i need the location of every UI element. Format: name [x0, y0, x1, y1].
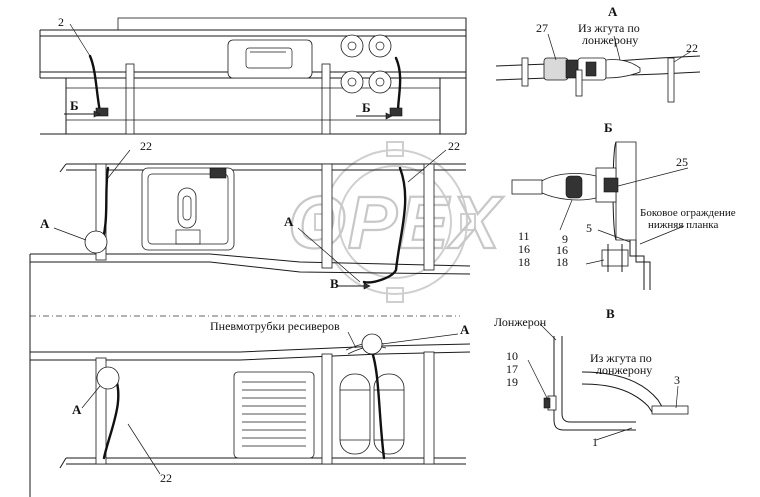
label-19: 19 — [506, 375, 518, 389]
detail-v-view — [527, 323, 689, 441]
middle-chassis-view — [29, 149, 471, 497]
label-1: 1 — [592, 435, 598, 449]
label-a-low-right: А — [460, 322, 470, 337]
label-5: 5 — [586, 221, 592, 235]
label-longeron: Лонжерон — [494, 315, 547, 329]
label-a-low-left: А — [72, 402, 82, 417]
detail-b-title: Б — [604, 120, 613, 135]
label-25: 25 — [676, 155, 688, 169]
label-v-harness: Из жгута по — [590, 351, 652, 365]
label-a-mid-center: А — [284, 214, 294, 229]
detail-v-title: В — [606, 306, 615, 321]
detail-b-view — [511, 141, 689, 290]
label-receiver-tubes: Пневмотрубки ресиверов — [210, 319, 340, 333]
label-fence-2: нижняя планка — [648, 219, 718, 231]
label-11: 11 — [518, 229, 530, 243]
detail-a-title: А — [608, 4, 618, 19]
label-22-a: 22 — [686, 41, 698, 55]
label-3: 3 — [674, 373, 680, 387]
label-17: 17 — [506, 362, 518, 376]
label-22-mid-left: 22 — [140, 139, 152, 153]
label-top-b-right: Б — [362, 100, 371, 115]
label-9: 9 — [562, 232, 568, 246]
label-a-harness: Из жгута по — [578, 21, 640, 35]
label-16: 16 — [518, 242, 530, 256]
top-frame-view — [39, 17, 467, 135]
watermark-text: OPEX — [288, 181, 504, 264]
label-v-harness-2: лонжерону — [596, 363, 652, 377]
label-18b: 18 — [556, 255, 568, 269]
label-a-mid-left: А — [40, 216, 50, 231]
lower-chassis-view — [30, 331, 471, 475]
label-16b: 16 — [556, 243, 568, 257]
label-22-mid-right: 22 — [448, 139, 460, 153]
label-27: 27 — [536, 21, 548, 35]
watermark-logo: OPEX — [287, 141, 504, 303]
label-10: 10 — [506, 349, 518, 363]
label-a-harness-2: лонжерону — [582, 33, 638, 47]
label-18: 18 — [518, 255, 530, 269]
label-2: 2 — [58, 15, 64, 29]
label-top-b-left: Б — [70, 98, 79, 113]
label-22-low: 22 — [160, 471, 172, 485]
label-v-mid: В — [330, 276, 339, 291]
detail-a-view — [495, 33, 701, 103]
label-fence: Боковое ограждение — [640, 207, 736, 219]
